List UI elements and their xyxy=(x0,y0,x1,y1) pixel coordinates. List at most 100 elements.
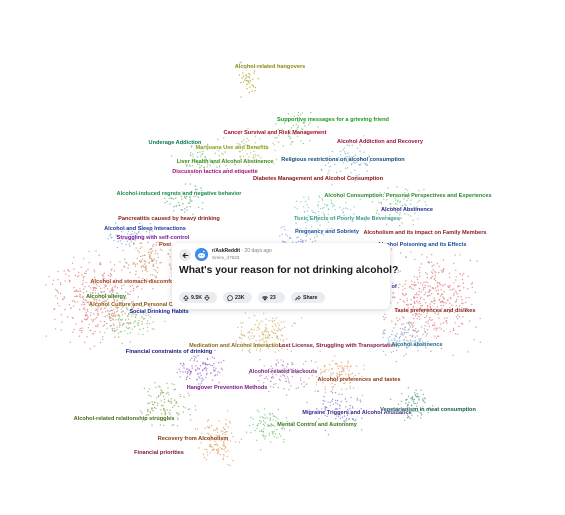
cluster-point xyxy=(259,422,261,424)
cluster-point xyxy=(79,308,81,311)
cluster-point xyxy=(108,312,110,315)
cluster-point xyxy=(116,300,118,302)
cluster-point xyxy=(126,233,129,235)
cluster-point xyxy=(413,276,416,278)
cluster-point xyxy=(361,375,363,378)
share-button[interactable]: Share xyxy=(291,292,325,303)
cluster-point xyxy=(277,335,279,338)
cluster-point xyxy=(143,387,146,389)
cluster-point xyxy=(124,319,127,321)
cluster-point xyxy=(238,133,240,136)
downvote-icon[interactable] xyxy=(204,294,210,301)
cluster-point xyxy=(268,334,271,336)
cluster-point xyxy=(275,420,277,422)
cluster-point xyxy=(216,428,218,430)
cluster-point xyxy=(254,86,257,89)
cluster-point xyxy=(148,306,151,308)
subreddit-avatar[interactable] xyxy=(195,248,208,261)
cluster-point xyxy=(336,171,338,173)
cluster-point xyxy=(143,263,146,265)
cluster-point xyxy=(156,271,159,274)
cluster-point xyxy=(422,308,425,311)
cluster-point xyxy=(394,197,397,199)
cluster-point xyxy=(86,318,89,320)
cluster-point xyxy=(384,313,386,316)
cluster-point xyxy=(148,322,151,325)
cluster-point xyxy=(141,305,143,308)
cluster-point xyxy=(479,317,481,320)
cluster-point xyxy=(398,287,400,289)
cluster-point xyxy=(160,400,162,402)
cluster-point xyxy=(217,451,220,453)
cluster-point xyxy=(403,317,405,319)
cluster-point xyxy=(132,313,134,315)
cluster-point xyxy=(264,330,266,332)
cluster-point xyxy=(389,302,392,304)
cluster-point xyxy=(296,135,299,137)
cluster-point xyxy=(431,410,433,412)
back-button[interactable] xyxy=(179,249,191,261)
comments-button[interactable]: 23K xyxy=(223,292,252,303)
cluster-point xyxy=(444,309,446,311)
cluster-point xyxy=(296,369,299,371)
cluster-point xyxy=(303,206,305,208)
cluster-point xyxy=(91,305,93,308)
cluster-point xyxy=(308,233,311,235)
cluster-point xyxy=(330,202,333,204)
cluster-point xyxy=(285,394,288,396)
upvote-icon[interactable] xyxy=(183,294,189,301)
award-button[interactable]: 23 xyxy=(258,292,285,303)
cluster-point xyxy=(459,254,461,256)
subreddit-name[interactable]: r/AskReddit xyxy=(212,248,241,254)
cluster-point xyxy=(402,285,404,287)
cluster-point xyxy=(439,327,441,329)
cluster-point xyxy=(331,382,333,385)
cluster-point xyxy=(331,400,333,402)
cluster-point xyxy=(263,428,265,430)
cluster-point xyxy=(356,158,358,161)
cluster-point xyxy=(430,276,432,278)
cluster-point xyxy=(396,340,398,342)
cluster-point xyxy=(408,345,410,348)
cluster-point xyxy=(225,451,227,453)
cluster-point xyxy=(202,150,204,153)
cluster-point xyxy=(402,409,404,411)
cluster-point xyxy=(218,420,220,422)
cluster-point xyxy=(404,213,406,215)
cluster-point xyxy=(418,396,420,398)
cluster-point xyxy=(76,295,78,298)
cluster-point xyxy=(429,309,431,311)
cluster-point xyxy=(94,330,96,333)
cluster-point xyxy=(110,233,112,235)
post-title[interactable]: What's your reason for not drinking alco… xyxy=(179,265,399,276)
cluster-point xyxy=(147,314,150,316)
cluster-point xyxy=(326,415,328,418)
cluster-point xyxy=(281,421,283,423)
cluster-point xyxy=(405,204,407,207)
cluster-point xyxy=(143,317,146,320)
cluster-point xyxy=(131,311,134,314)
cluster-point xyxy=(363,135,365,137)
cluster-point xyxy=(322,234,325,236)
cluster-point xyxy=(286,348,288,351)
cluster-point xyxy=(62,298,64,301)
cluster-point xyxy=(141,317,143,319)
cluster-point xyxy=(254,70,256,72)
cluster-point xyxy=(188,202,191,204)
cluster-point xyxy=(258,411,260,413)
cluster-point xyxy=(152,409,154,412)
reddit-post-card[interactable]: r/AskReddit · 20 days ago Sreex_47523 Wh… xyxy=(172,243,398,309)
cluster-point xyxy=(412,329,414,331)
cluster-point xyxy=(252,78,254,80)
cluster-point xyxy=(398,337,400,339)
cluster-point xyxy=(351,144,353,146)
cluster-point xyxy=(408,286,411,288)
cluster-point xyxy=(418,269,420,271)
cluster-point xyxy=(228,420,231,422)
cluster-point xyxy=(173,389,175,391)
cluster-point xyxy=(134,227,136,229)
cluster-point xyxy=(332,206,334,208)
cluster-point xyxy=(77,274,80,277)
cluster-point xyxy=(96,287,98,289)
post-author[interactable]: Sreex_47523 xyxy=(212,255,240,260)
